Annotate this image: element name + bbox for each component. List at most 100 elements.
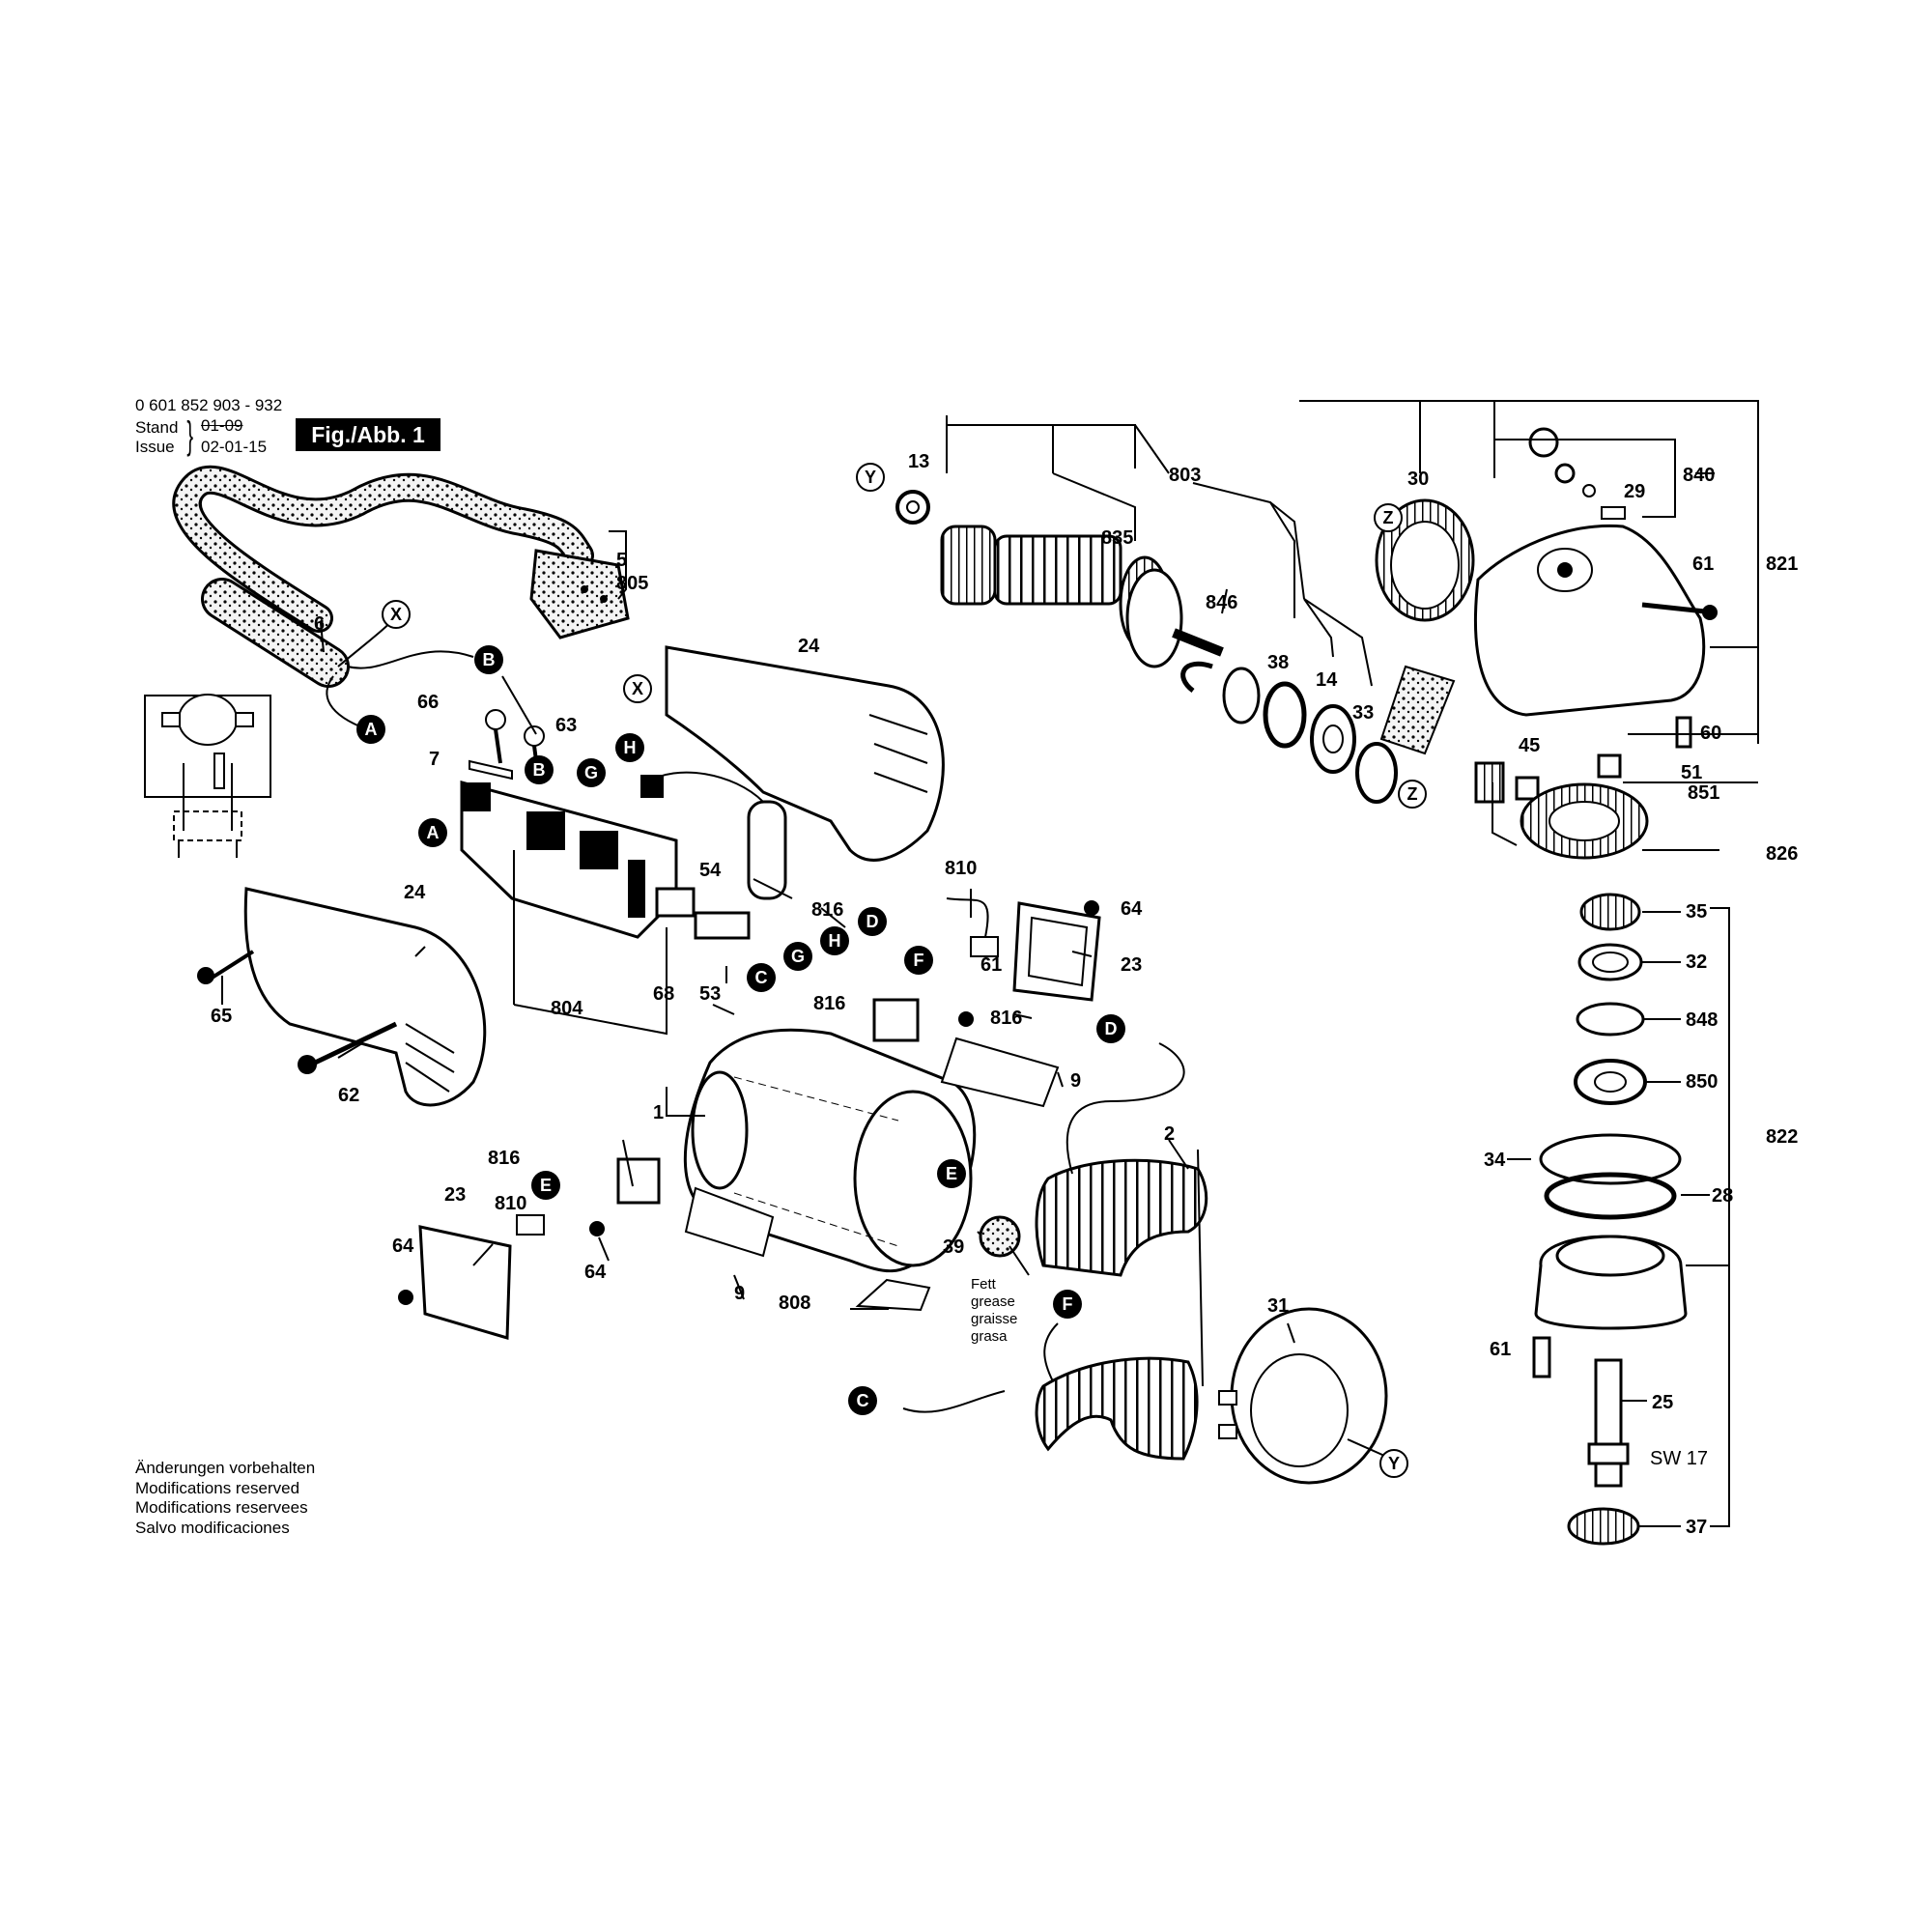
part-label: 24 [404, 882, 426, 903]
terminal-53 [694, 911, 751, 940]
retainer-33 [1355, 742, 1398, 804]
svg-text:Y: Y [1388, 1454, 1400, 1473]
svg-text:A: A [365, 720, 378, 739]
connector-e-icon [531, 1171, 560, 1200]
brush-810-bottom [516, 1214, 545, 1236]
connector-x-icon [382, 600, 411, 629]
screw-60-top [1675, 716, 1692, 749]
part-label: 53 [699, 983, 721, 1005]
part-label: 5 [616, 550, 627, 571]
disclaimer-line: Salvo modificaciones [135, 1518, 290, 1537]
part-label: 34 [1484, 1150, 1506, 1171]
ring-14 [1263, 681, 1307, 749]
field-coil-upper [1035, 1158, 1208, 1277]
part-label: 816 [813, 993, 845, 1014]
cable-wire-a [326, 675, 368, 730]
circlip-846 [1180, 661, 1213, 693]
part-label: 850 [1686, 1071, 1718, 1093]
circlip-848 [1576, 1002, 1645, 1037]
part-label: 64 [584, 1262, 607, 1283]
part-number-range: 0 601 852 903 - 932 [135, 396, 283, 414]
part-label: 61 [1692, 554, 1714, 575]
o-ring-28 [1544, 1172, 1677, 1220]
part-label: 821 [1766, 554, 1798, 575]
part-label: 848 [1686, 1009, 1718, 1031]
svg-text:X: X [390, 605, 402, 624]
part-label: 23 [444, 1184, 466, 1206]
connector-a-icon [418, 818, 447, 847]
bearing-35 [1579, 893, 1641, 931]
part-label: 851 [1688, 782, 1719, 804]
brush-box-23-bottom [418, 1225, 512, 1340]
issue-value: 02-01-15 [201, 438, 268, 456]
stand-issue-bracket-icon: } [186, 414, 194, 457]
svg-text:B: B [533, 760, 546, 780]
connector-y-icon [856, 463, 885, 492]
part-label: 45 [1519, 735, 1540, 756]
nameplate-808 [855, 1278, 931, 1312]
svg-text:E: E [540, 1176, 552, 1195]
connector-c-icon [747, 963, 776, 992]
part-label: 803 [1169, 465, 1201, 486]
part-label: 28 [1712, 1185, 1733, 1207]
thread-note: SW 17 [1650, 1448, 1708, 1469]
part-label: 14 [1316, 669, 1338, 691]
part-label: 816 [488, 1148, 520, 1169]
screw-61 [1641, 602, 1718, 620]
part-label: 54 [699, 860, 722, 881]
bearing-39 [979, 1215, 1021, 1258]
disclaimer: Änderungen vorbehalten Modifications res… [135, 1459, 315, 1538]
cable-wire-b [347, 650, 474, 669]
part-label: 61 [980, 954, 1002, 976]
stand-label: Stand [135, 418, 179, 437]
power-cable [172, 465, 594, 688]
part-label: 13 [908, 451, 929, 472]
wiring-schematic [144, 694, 271, 858]
label-9-bottom [684, 1186, 775, 1258]
connector-b-icon [525, 755, 554, 784]
part-label: 51 [1681, 762, 1702, 783]
handle-half-lower [243, 887, 487, 1107]
clamp-7 [469, 759, 513, 781]
part-label: 68 [653, 983, 674, 1005]
svg-text:C: C [857, 1391, 869, 1410]
screw-66 [485, 709, 506, 764]
svg-text:B: B [483, 650, 496, 669]
bearing-14 [1310, 704, 1356, 774]
field-wire-c [902, 1390, 1006, 1413]
screw-65 [197, 950, 255, 984]
svg-text:D: D [1105, 1019, 1118, 1038]
svg-text:C: C [755, 968, 768, 987]
part-label: 822 [1766, 1126, 1798, 1148]
brush-810-top [946, 897, 999, 957]
part-label: 9 [1070, 1070, 1081, 1092]
label-9-top [940, 1037, 1060, 1108]
part-label: 2 [1164, 1123, 1175, 1145]
part-label: 38 [1267, 652, 1289, 673]
svg-text:Z: Z [1407, 784, 1418, 804]
stand-value: 01-09 [201, 416, 243, 435]
svg-text:grasa: grasa [971, 1328, 1008, 1345]
svg-text:A: A [427, 823, 440, 842]
connector-d-icon [1096, 1014, 1125, 1043]
part-label: 37 [1686, 1517, 1707, 1538]
bearing-13 [895, 490, 930, 525]
part-label: 835 [1101, 527, 1133, 549]
part-label: 61 [1490, 1339, 1511, 1360]
mains-plug [529, 549, 630, 639]
part-label: 810 [495, 1193, 526, 1214]
part-label: 60 [1700, 723, 1721, 744]
disclaimer-line: Modifications reserved [135, 1478, 300, 1497]
disclaimer-line: Änderungen vorbehalten [135, 1459, 316, 1477]
part-label: 6 [314, 613, 325, 635]
cable-wire-x [337, 617, 395, 668]
part-label: 32 [1686, 952, 1707, 973]
part-label: 24 [798, 636, 820, 657]
part-label: 25 [1652, 1392, 1673, 1413]
connector-x-icon [623, 674, 652, 703]
svg-text:F: F [914, 951, 924, 970]
crown-gear-826 [1520, 782, 1649, 860]
spindle-lock-parts [1528, 427, 1626, 520]
part-label: 65 [211, 1006, 232, 1027]
part-label: 33 [1352, 702, 1374, 724]
